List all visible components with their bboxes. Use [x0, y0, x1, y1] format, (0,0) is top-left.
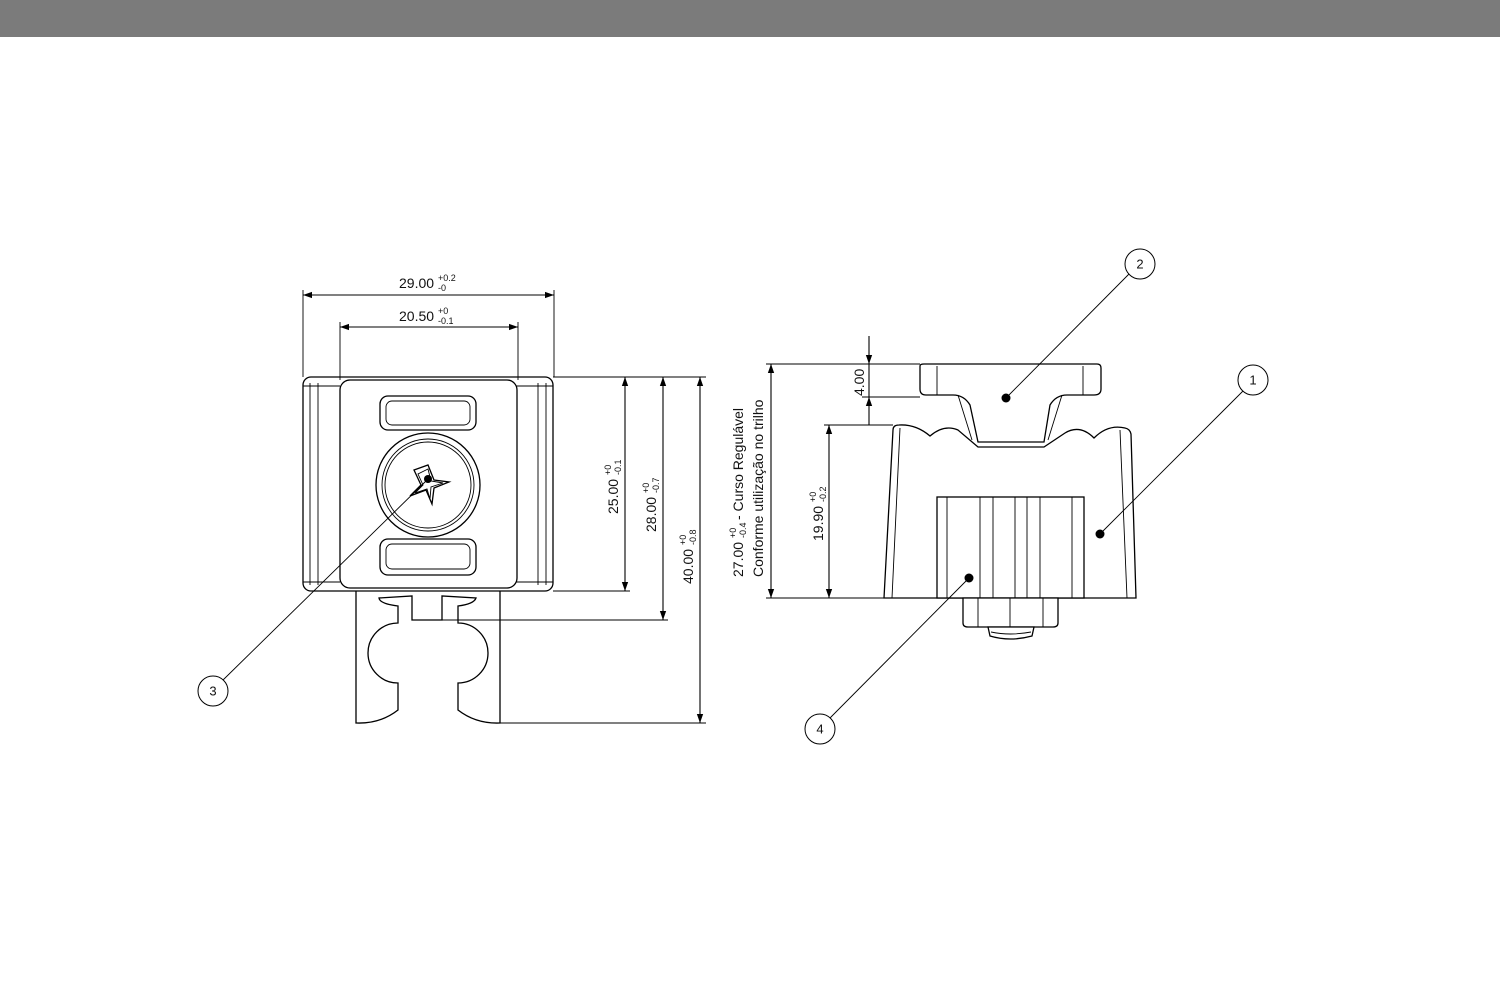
- clip-fork: [355, 589, 501, 724]
- dim-body-value: 19.90: [810, 506, 826, 541]
- dim-height-body-value: 25.00: [605, 479, 621, 514]
- dim-height-body: 25.00 +0 -0.1: [603, 377, 629, 591]
- svg-text:+0: +0: [678, 535, 688, 545]
- svg-text:4: 4: [816, 722, 823, 737]
- svg-text:+0: +0: [808, 492, 818, 502]
- dim-height-total-value: 40.00: [680, 549, 696, 584]
- dim-height-slot: 28.00 +0 -0.7: [641, 377, 667, 620]
- dim-body: 19.90 +0 -0.2: [808, 425, 833, 598]
- svg-text:-0.2: -0.2: [818, 486, 828, 502]
- front-view: 29.00 +0.2 -0 20.50 +0 -0.1 25.00 +0 -0.…: [197, 273, 706, 724]
- dim-width-outer: 29.00 +0.2 -0: [302, 273, 555, 377]
- dim-stroke-note-2: Conforme utilização no trilho: [750, 399, 766, 577]
- front-body: [302, 376, 554, 592]
- dim-stroke-value: 27.00: [730, 542, 746, 577]
- svg-text:1: 1: [1249, 373, 1256, 388]
- svg-text:+0: +0: [641, 483, 651, 493]
- dim-height-total: 40.00 +0 -0.8: [678, 377, 704, 723]
- svg-text:+0.2: +0.2: [438, 273, 456, 283]
- balloon-3: 3: [197, 475, 432, 707]
- upper-slot: [379, 395, 477, 431]
- side-view: 4.00 19.90 +0 -0.2 27.00 +0 -0.4 - Curso…: [728, 248, 1269, 745]
- svg-text:-0.8: -0.8: [688, 529, 698, 545]
- svg-text:+0: +0: [728, 528, 738, 538]
- svg-text:-0: -0: [438, 283, 446, 293]
- dim-width-inner: 20.50 +0 -0.1: [339, 306, 519, 380]
- balloon-1: 1: [1095, 364, 1269, 539]
- lower-slot: [379, 538, 477, 576]
- dim-top: 4.00: [851, 336, 873, 425]
- balloon-2: 2: [1001, 248, 1156, 403]
- svg-text:3: 3: [209, 684, 216, 699]
- balloon-4: 4: [804, 573, 974, 745]
- header-bar: [0, 0, 1500, 37]
- dim-top-value: 4.00: [851, 369, 867, 396]
- dim-stroke: 27.00 +0 -0.4 - Curso Regulável Conforme…: [728, 364, 775, 598]
- cap: [919, 363, 1102, 443]
- svg-text:-0.7: -0.7: [651, 477, 661, 493]
- svg-text:+0: +0: [603, 465, 613, 475]
- svg-text:-0.4: -0.4: [738, 522, 748, 538]
- svg-text:2: 2: [1136, 257, 1143, 272]
- insert: [936, 496, 1085, 640]
- screw-head: [375, 432, 481, 538]
- dim-height-slot-value: 28.00: [643, 497, 659, 532]
- dim-stroke-note: - Curso Regulável: [730, 408, 746, 520]
- dim-width-inner-value: 20.50: [399, 308, 434, 324]
- svg-text:-0.1: -0.1: [613, 459, 623, 475]
- svg-text:-0.1: -0.1: [438, 316, 454, 326]
- svg-text:+0: +0: [438, 306, 448, 316]
- dim-width-outer-value: 29.00: [399, 275, 434, 291]
